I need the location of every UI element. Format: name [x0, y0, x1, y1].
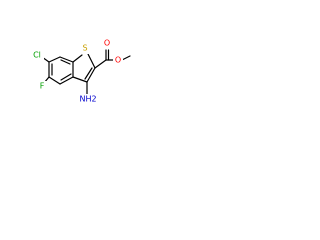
bond-c7a-c7 [48, 56, 61, 63]
bond-c7a-s1 [72, 54, 83, 63]
bond-c5-c4 [59, 76, 74, 85]
amino-group: NH2 [79, 95, 96, 104]
carbonyl-oxygen-atom: O [104, 39, 110, 48]
bond-c6-c5 [48, 76, 61, 85]
bond-c3a-c7a [59, 56, 74, 63]
fluorine-atom: F [40, 82, 45, 91]
atom-label-cl: Cl [30, 50, 44, 60]
atom-label-o2: O [113, 55, 123, 65]
structure-canvas: S Cl F NH2 O O [0, 0, 152, 152]
bond-c5-c4-inner [60, 73, 72, 81]
bond-c3a-c7a-inner [60, 59, 71, 65]
atom-label-o1: O [103, 38, 113, 48]
molecule-drawing: S Cl F NH2 O O [30, 38, 131, 104]
bond-s1-c2 [86, 51, 96, 69]
atom-label-s1: S [80, 44, 90, 54]
atom-label-nh2: NH2 [78, 94, 98, 104]
sulfur-atom: S [82, 44, 87, 53]
bond-c2-c3-inner [84, 67, 93, 80]
bond-c2-ccarb [94, 59, 107, 69]
bond-o-methyl [121, 55, 131, 61]
bond-c2-c3 [86, 67, 96, 83]
bond-c3-c3a [72, 76, 88, 83]
atom-label-f: F [37, 81, 47, 91]
ester-oxygen-atom: O [115, 56, 121, 65]
chlorine-atom: Cl [33, 51, 41, 60]
